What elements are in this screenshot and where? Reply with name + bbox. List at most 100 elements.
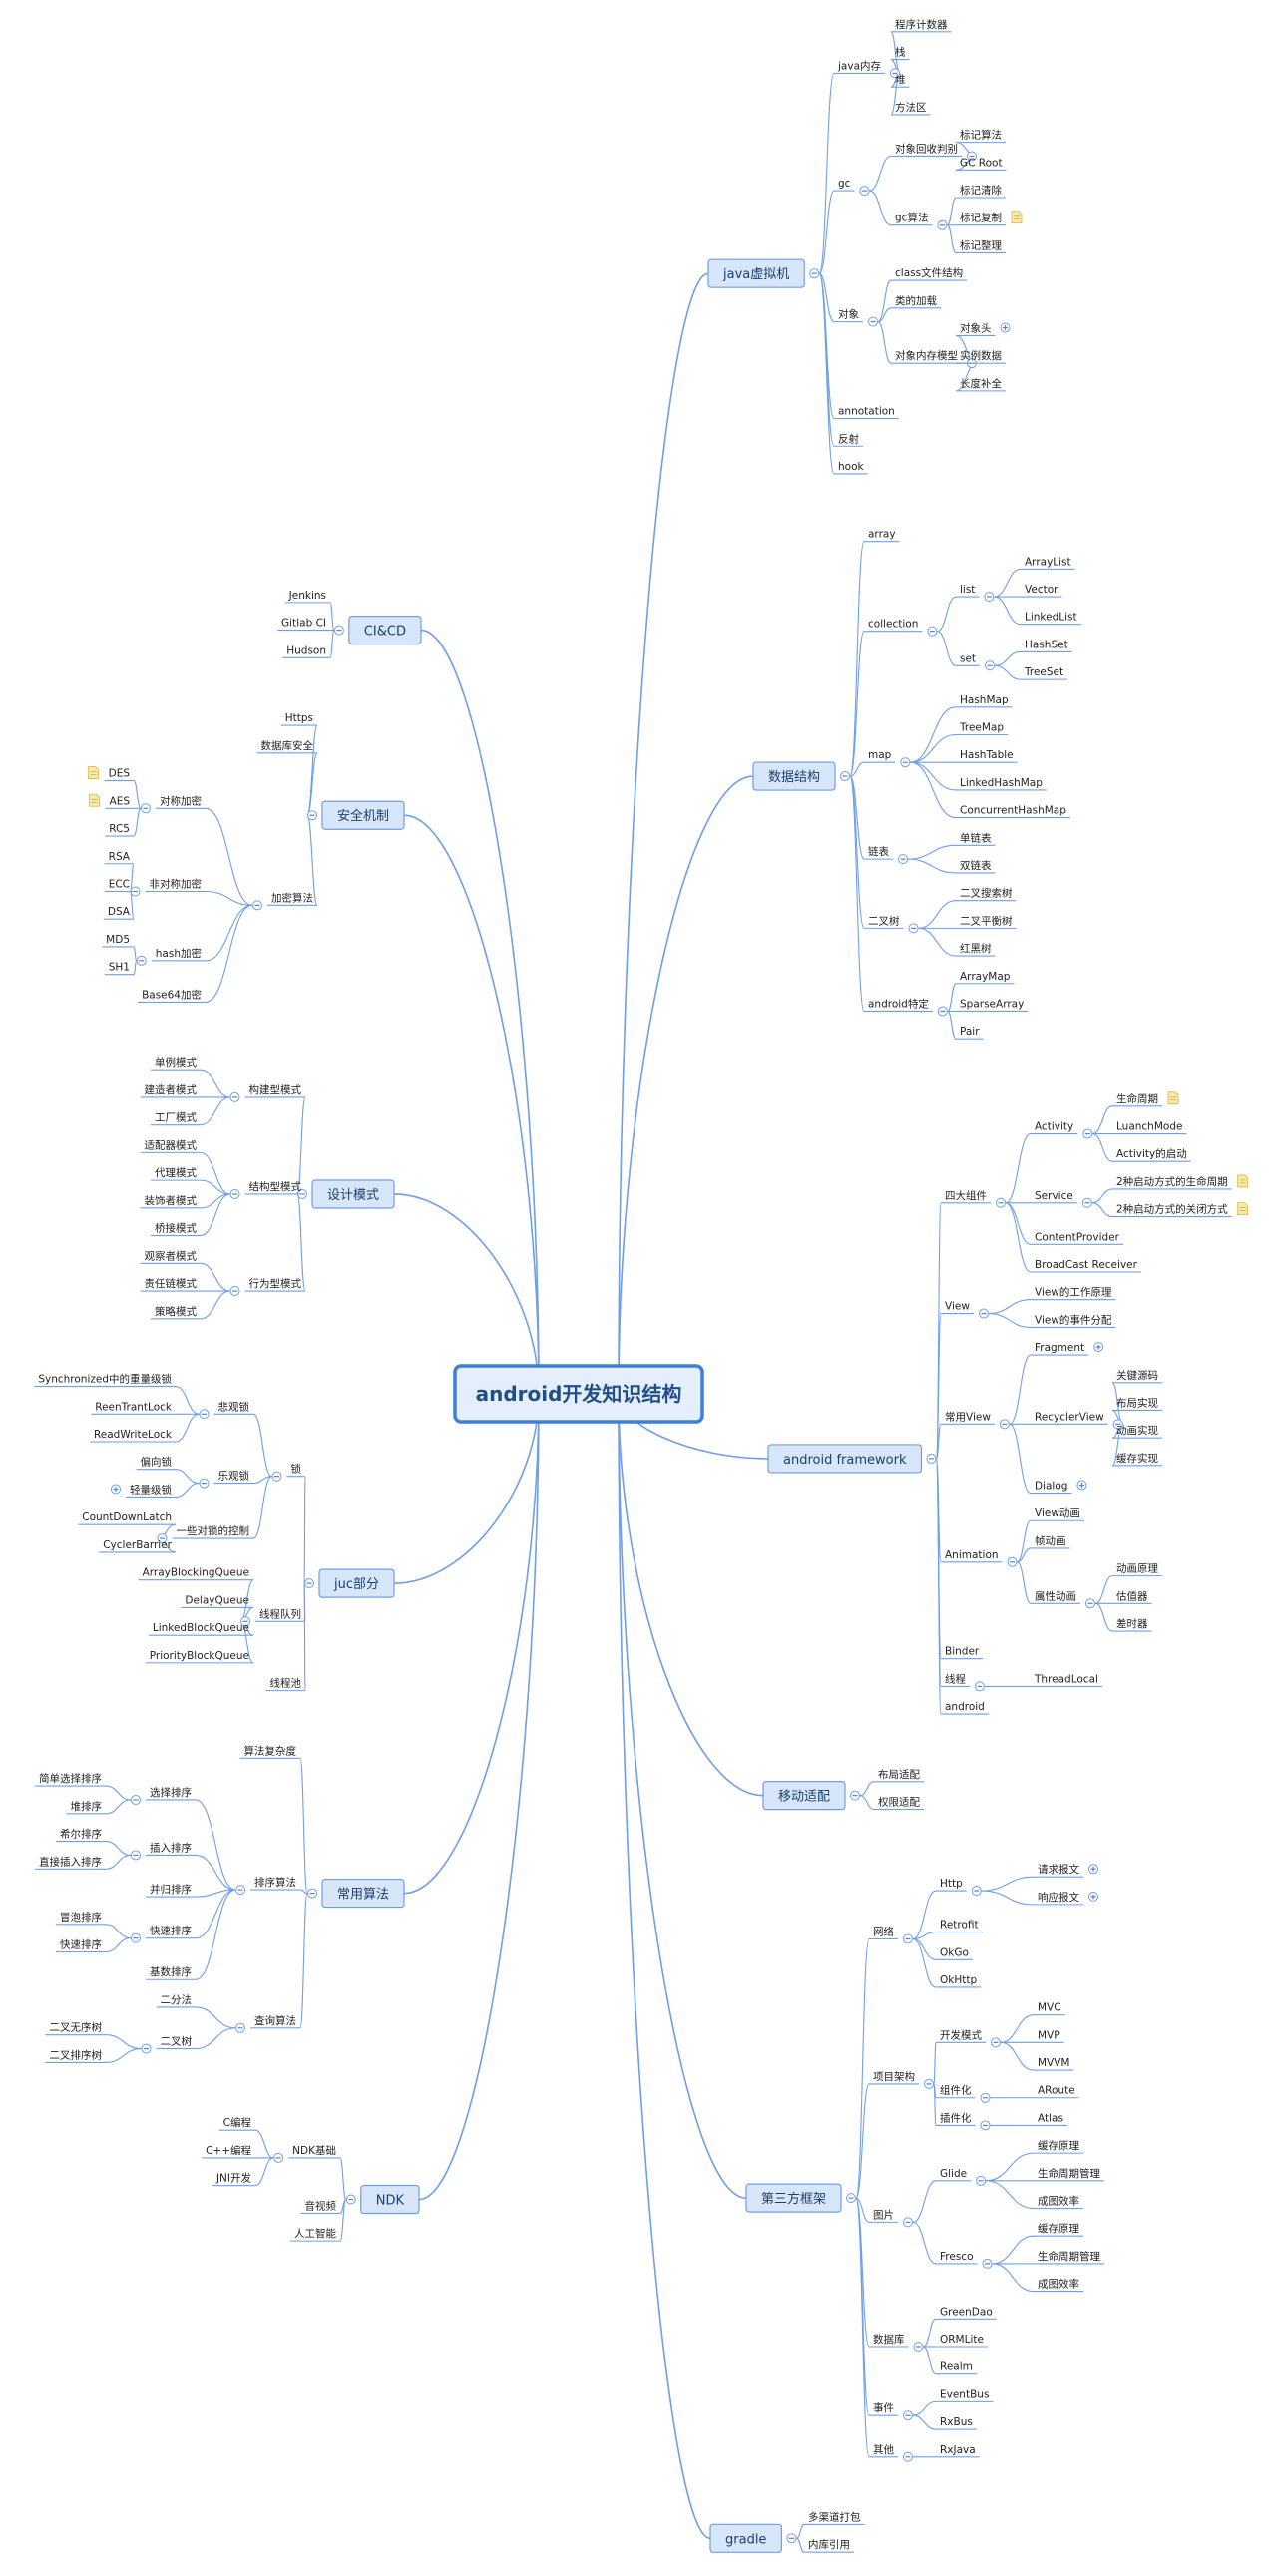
topic-ormlite[interactable]: ORMLite (936, 2334, 988, 2348)
topic-linkedlist[interactable]: LinkedList (1021, 612, 1081, 626)
topic-cjk[interactable]: 类的加载 (891, 294, 941, 309)
topic-hashtable[interactable]: HashTable (956, 749, 1018, 763)
topic-cjk[interactable]: 线程池 (265, 1677, 306, 1692)
topic-cjk[interactable]: 二叉树 (141, 2035, 196, 2054)
topic-dsa[interactable]: DSA (103, 906, 134, 920)
branch-mobile-adapt[interactable]: 移动适配 (762, 1781, 861, 1811)
topic-cjk[interactable]: 加密算法 (252, 891, 318, 911)
topic-cjk[interactable]: 线程 (941, 1672, 985, 1692)
topic-cjk[interactable]: 二叉平衡树 (956, 914, 1017, 929)
topic-aroute[interactable]: ARoute (1034, 2085, 1079, 2099)
branch-gradle[interactable]: gradle (709, 2523, 797, 2553)
topic-cjk[interactable]: 程序计数器 (891, 18, 952, 33)
topic-sparsearray[interactable]: SparseArray (956, 998, 1029, 1012)
topic-cjk[interactable]: 数据库安全 (256, 739, 318, 754)
topic-hudson[interactable]: Hudson (282, 644, 330, 658)
topic-cjk[interactable]: 适配器模式 (140, 1138, 202, 1153)
topic-cjk[interactable]: 属性动画 (1031, 1589, 1095, 1609)
topic-http[interactable]: Http (936, 1878, 982, 1897)
topic-cjk[interactable]: 行为型模式 (229, 1277, 305, 1297)
topic-gc[interactable]: gc (834, 178, 870, 197)
topic-contentprovider[interactable]: ContentProvider (1031, 1231, 1123, 1245)
branch-design-pattern[interactable]: 设计模式 (296, 1179, 395, 1209)
topic-cjk[interactable]: 布局适配 (874, 1769, 924, 1783)
note-icon[interactable] (1237, 1202, 1249, 1216)
topic-https[interactable]: Https (280, 712, 317, 726)
topic-view[interactable]: 常用View (941, 1410, 1010, 1430)
topic-fresco[interactable]: Fresco (936, 2251, 993, 2269)
topic-cjk[interactable]: 开发模式 (936, 2028, 1001, 2048)
topic-cjk[interactable]: 成图效率 (1034, 2278, 1083, 2293)
topic-cjk[interactable]: 二叉无序树 (45, 2021, 107, 2036)
branch-ndk[interactable]: NDK (345, 2184, 420, 2215)
topic-arrayblockingqueue[interactable]: ArrayBlockingQueue (138, 1567, 253, 1581)
topic-cjk[interactable]: 缓存实现 (1112, 1452, 1162, 1467)
topic-cjk[interactable]: 内库引用 (804, 2538, 854, 2553)
topic-countdownlatch[interactable]: CountDownLatch (78, 1511, 176, 1525)
topic-luanchmode[interactable]: LuanchMode (1112, 1121, 1187, 1135)
topic-concurrenthashmap[interactable]: ConcurrentHashMap (956, 805, 1070, 819)
topic-hash[interactable]: hash加密 (136, 947, 206, 966)
topic-mvvm[interactable]: MVVM (1034, 2057, 1074, 2071)
topic-ecc[interactable]: ECC (104, 878, 134, 893)
topic-animation[interactable]: Animation (941, 1549, 1018, 1567)
topic-cjk[interactable]: 二叉排序树 (45, 2048, 107, 2064)
topic-c[interactable]: C++编程 (202, 2144, 255, 2159)
branch-android-framework[interactable]: android framework (767, 1444, 937, 1474)
topic-cjk[interactable]: 栈 (891, 46, 910, 61)
topic-cjk[interactable]: 多渠道打包 (804, 2510, 865, 2526)
topic-cjk[interactable]: 布局实现 (1112, 1396, 1162, 1412)
topic-list[interactable]: list (956, 584, 995, 603)
topic-treeset[interactable]: TreeSet (1021, 666, 1068, 680)
note-icon[interactable] (1011, 211, 1023, 224)
topic-rxjava[interactable]: RxJava (936, 2444, 980, 2458)
topic-jni[interactable]: JNI开发 (212, 2172, 255, 2187)
topic-cjk[interactable]: 插入排序 (131, 1841, 197, 1861)
topic-cjk[interactable]: 一些对锁的控制 (157, 1524, 253, 1544)
topic-cjk[interactable]: 标记算法 (956, 129, 1006, 144)
topic-jenkins[interactable]: Jenkins (284, 590, 330, 604)
topic-cjk[interactable]: 四大组件 (941, 1189, 1006, 1208)
topic-cjk[interactable]: 差时器 (1112, 1617, 1152, 1632)
topic-view[interactable]: View (941, 1301, 989, 1319)
topic-cjk[interactable]: 插件化 (936, 2111, 991, 2131)
topic-cjk[interactable]: 项目架构 (869, 2070, 934, 2089)
branch-security[interactable]: 安全机制 (306, 800, 405, 830)
topic-cjk[interactable]: 装饰者模式 (140, 1194, 202, 1209)
topic-cjk[interactable]: 事件 (869, 2401, 913, 2421)
topic-cjk[interactable]: 冒泡排序 (56, 1911, 106, 1926)
topic-base64[interactable]: Base64加密 (138, 988, 206, 1003)
topic-cjk[interactable]: 权限适配 (874, 1795, 924, 1811)
topic-cjk[interactable]: 责任链模式 (140, 1277, 202, 1292)
topic-cjk[interactable]: 关键源码 (1112, 1369, 1162, 1384)
topic-cjk[interactable]: 缓存原理 (1034, 2222, 1083, 2237)
topic-android[interactable]: android (941, 1701, 989, 1715)
topic-cjk[interactable]: 标记复制 (956, 211, 1023, 226)
topic-vector[interactable]: Vector (1021, 584, 1062, 598)
topic-cjk[interactable]: 构建型模式 (229, 1083, 305, 1102)
topic-cjk[interactable]: 标记清除 (956, 184, 1006, 199)
topic-collection[interactable]: collection (864, 619, 938, 637)
topic-dialog[interactable]: Dialog (1031, 1480, 1087, 1495)
branch-java-vm[interactable]: java虚拟机 (707, 258, 820, 288)
topic-cjk[interactable]: 算法复杂度 (239, 1744, 301, 1759)
topic-view[interactable]: View的工作原理 (1031, 1286, 1116, 1301)
topic-binder[interactable]: Binder (941, 1646, 984, 1660)
topic-cjk[interactable]: 标记整理 (956, 238, 1006, 253)
topic-cjk[interactable]: 直接插入排序 (35, 1855, 106, 1870)
topic-cjk[interactable]: 基数排序 (146, 1965, 196, 1980)
topic-cjk[interactable]: 查询算法 (235, 2014, 301, 2033)
topic-rc5[interactable]: RC5 (105, 823, 134, 837)
topic-map[interactable]: map (864, 749, 911, 768)
topic-cjk[interactable]: 方法区 (891, 101, 931, 116)
topic-cjk[interactable]: 音视频 (300, 2199, 341, 2214)
topic-cjk[interactable]: 二叉树 (864, 914, 919, 934)
note-icon[interactable] (1167, 1091, 1179, 1105)
topic-cjk[interactable]: 生命周期管理 (1034, 2250, 1104, 2265)
topic-arraymap[interactable]: ArrayMap (956, 971, 1015, 985)
topic-cjk[interactable]: 简单选择排序 (35, 1772, 106, 1787)
topic-service[interactable]: Service (1031, 1190, 1092, 1208)
topic-cjk[interactable]: 桥接模式 (151, 1222, 201, 1237)
topic-cjk[interactable]: 动画实现 (1112, 1424, 1162, 1439)
topic-2[interactable]: 2种启动方式的生命周期 (1112, 1174, 1249, 1190)
